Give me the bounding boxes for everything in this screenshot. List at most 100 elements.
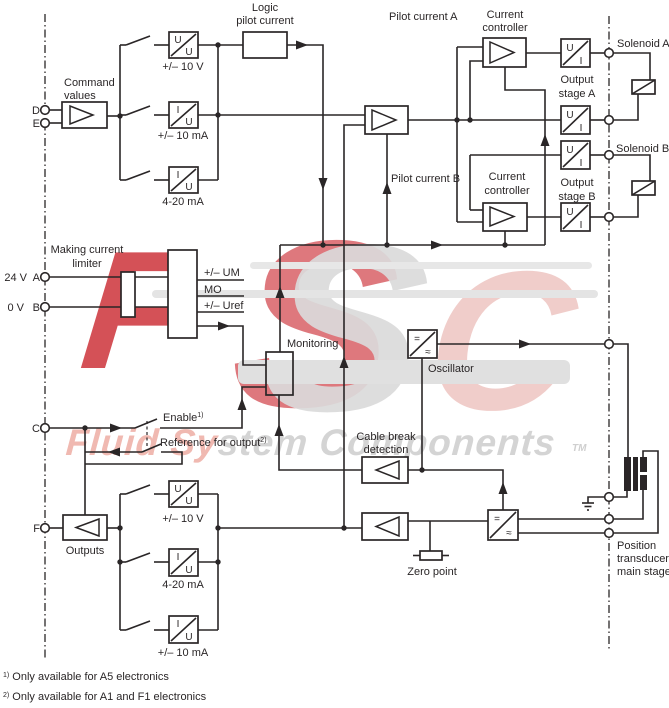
amplifier-icon (69, 104, 96, 126)
command-values-block (61, 101, 108, 129)
converter-symbol: I (177, 170, 180, 181)
reference-label: Reference for output2) (160, 437, 267, 449)
output-stage-b-lower: U I (560, 202, 591, 232)
converter-symbol: U (185, 496, 192, 507)
range-label: 4-20 mA (162, 196, 204, 208)
enable-footnote-ref: 1) (197, 412, 203, 419)
terminal-solenoid-a2 (603, 114, 615, 126)
watermark-band (152, 290, 598, 298)
reference-footnote-ref: 2) (260, 437, 266, 444)
input-converter-10v: U U (168, 31, 199, 59)
ac-symbol: ≈ (506, 528, 512, 539)
amplifier-icon (489, 205, 517, 228)
range-label: +/– 10 mA (158, 130, 209, 142)
current-controller-a-block (482, 37, 527, 68)
converter-symbol: U (566, 145, 573, 156)
dc-symbol: = (494, 514, 500, 525)
terminal-circles (39, 47, 615, 539)
command-values-label: values (64, 90, 96, 102)
terminal-d (39, 104, 51, 116)
footnote-1-sup: 1) (3, 672, 9, 679)
solenoid-a-label: Solenoid A (617, 38, 669, 50)
making-current-label: limiter (72, 258, 102, 270)
footnote-2-sup: 2) (3, 692, 9, 699)
current-controller-b-label: controller (484, 185, 530, 197)
amplifier-icon (374, 515, 400, 538)
amplifier-icon (371, 108, 398, 132)
terminal-solenoid-b1 (603, 149, 615, 161)
arrow-up-icon (382, 182, 392, 194)
arrow-up-icon (274, 424, 284, 436)
output-stage-a-lower: U I (560, 105, 591, 135)
terminal-transducer-3 (603, 527, 615, 539)
output-converter-10ma: I U (168, 615, 199, 644)
arrow-right-icon (431, 240, 443, 250)
converter-symbol: I (177, 619, 180, 630)
converter-symbol: U (185, 565, 192, 576)
solenoid-b-coil (631, 180, 656, 196)
converter-symbol: U (185, 117, 192, 128)
terminal-oscillator (603, 338, 615, 350)
supply-0v-label: 0 V (7, 302, 24, 314)
converter-symbol: U (174, 35, 181, 46)
footnote-2-text: Only available for A1 and F1 electronics (9, 691, 206, 703)
enable-label: Enable1) (163, 412, 204, 424)
oscillator-label: Oscillator (428, 363, 474, 375)
terminal-solenoid-b2 (603, 211, 615, 223)
making-current-label: Making current (51, 244, 124, 256)
range-label: +/– 10 V (162, 513, 204, 525)
arrow-right-icon (110, 423, 122, 433)
converter-symbol: U (185, 632, 192, 643)
enable-text: Enable (163, 412, 197, 424)
zero-point-trimmer (419, 550, 443, 561)
uref-label: +/– Uref (204, 300, 244, 312)
converter-symbol: U (185, 182, 192, 193)
terminal-e-label: E (33, 118, 40, 130)
solenoid-b-label: Solenoid B (616, 143, 669, 155)
current-controller-a-label: Current (487, 9, 524, 21)
converter-symbol: I (580, 220, 583, 231)
current-controller-b-block (482, 202, 528, 232)
arrow-down-icon (318, 178, 328, 190)
arrow-right-icon (296, 40, 308, 50)
converter-symbol: I (580, 123, 583, 134)
converter-symbol: I (177, 105, 180, 116)
converter-symbol: U (566, 207, 573, 218)
arrow-up-icon (339, 356, 349, 368)
supply-24v-label: 24 V (4, 272, 27, 284)
output-converter-10v: U U (168, 480, 199, 508)
current-controller-b-label: Current (489, 171, 526, 183)
monitoring-label: Monitoring (287, 338, 338, 350)
making-current-limiter-block (120, 271, 136, 318)
dc-symbol: = (414, 334, 420, 345)
output-stage-b-label: Output (560, 177, 593, 189)
converter-symbol: I (580, 56, 583, 67)
converter-symbol: I (580, 158, 583, 169)
output-stage-a-upper: U I (560, 38, 591, 68)
terminal-a (39, 271, 51, 283)
position-transducer-icon (624, 457, 647, 491)
input-converter-420ma: I U (168, 166, 199, 194)
ac-symbol: ≈ (425, 347, 431, 358)
pilot-current-b-label: Pilot current B (391, 173, 460, 185)
converter-symbol: U (185, 47, 192, 58)
amplifier-icon (489, 40, 516, 65)
arrow-right-icon (218, 321, 230, 331)
demodulator-block: = ≈ (487, 509, 519, 541)
arrow-up-icon (498, 482, 508, 494)
terminal-transducer-1 (603, 491, 615, 503)
outputs-amplifier-block (62, 514, 108, 541)
um-label: +/– UM (204, 267, 240, 279)
terminal-d-label: D (32, 105, 40, 117)
oscillator-block: = ≈ (407, 329, 438, 359)
demodulator-amplifier-block (361, 512, 409, 541)
terminal-c (39, 422, 51, 434)
footnote-2: 2) Only available for A1 and F1 electron… (3, 691, 207, 703)
command-values-label: Command (64, 77, 115, 89)
mo-label: MO (204, 284, 222, 296)
footnote-1-text: Only available for A5 electronics (9, 671, 169, 683)
range-label: +/– 10 mA (158, 647, 209, 659)
cable-break-label: detection (364, 444, 409, 456)
